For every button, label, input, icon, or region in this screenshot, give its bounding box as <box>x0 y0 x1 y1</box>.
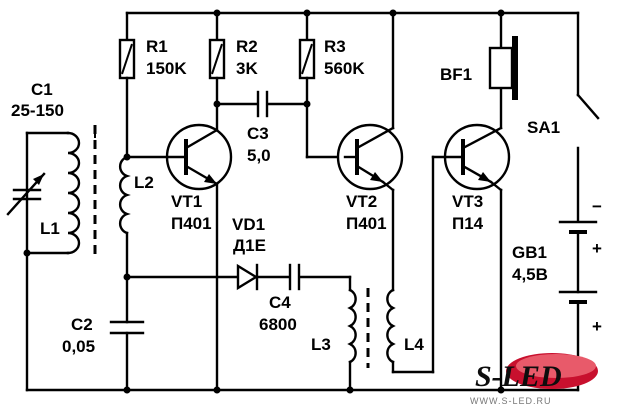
vd1-value: Д1Е <box>233 236 266 255</box>
c1-value: 25-150 <box>11 101 64 120</box>
earphone-bf1 <box>488 11 518 100</box>
gb1-plus-1: + <box>592 239 602 258</box>
gb1-ref: GB1 <box>512 243 547 262</box>
vt2-ref: VT2 <box>346 192 377 211</box>
l3-ref: L3 <box>311 335 331 354</box>
c2-value: 0,05 <box>62 337 95 356</box>
resistor-r2 <box>208 11 226 132</box>
l1-ref: L1 <box>40 219 60 238</box>
gb1-plus-2: + <box>592 317 602 336</box>
bf1-ref: BF1 <box>440 65 472 84</box>
resistor-r1 <box>118 11 136 161</box>
transistor-vt2 <box>336 11 404 292</box>
c1-ref: C1 <box>31 80 53 99</box>
transistor-vt1 <box>125 123 233 392</box>
top-rail <box>125 9 580 17</box>
r3-value: 560K <box>324 59 365 78</box>
r3-ref: R3 <box>324 37 346 56</box>
vt1-value: П401 <box>171 214 212 233</box>
tank-l1-c1 <box>6 125 97 392</box>
gb1-minus: − <box>592 197 602 216</box>
transistor-vt3 <box>431 86 511 392</box>
c4-ref: C4 <box>269 293 291 312</box>
r2-ref: R2 <box>236 37 258 56</box>
c4-value: 6800 <box>259 315 297 334</box>
coil-l3 <box>347 288 370 392</box>
coil-l4 <box>386 155 435 374</box>
r2-value: 3K <box>236 59 258 78</box>
c3-value: 5,0 <box>247 146 271 165</box>
vt2-value: П401 <box>346 214 387 233</box>
logo-text: S-LED <box>475 360 562 393</box>
vt3-ref: VT3 <box>452 192 483 211</box>
watermark-logo: S-LED WWW.S-LED.RU <box>470 353 598 406</box>
r1-ref: R1 <box>146 37 168 56</box>
c3-ref: C3 <box>247 124 269 143</box>
coil-l2 <box>118 155 131 324</box>
switch-sa1 <box>576 11 600 222</box>
resistor-r3 <box>298 11 347 159</box>
l4-ref: L4 <box>404 335 424 354</box>
sa1-ref: SA1 <box>527 118 560 137</box>
detector-line <box>125 263 352 292</box>
l2-ref: L2 <box>134 173 154 192</box>
vt3-value: П14 <box>452 214 484 233</box>
r1-value: 150K <box>146 59 187 78</box>
vd1-ref: VD1 <box>232 215 265 234</box>
logo-url: WWW.S-LED.RU <box>470 396 552 406</box>
capacitor-c3 <box>215 90 311 118</box>
capacitor-c2 <box>109 320 145 392</box>
vt1-ref: VT1 <box>171 192 202 211</box>
gb1-value: 4,5В <box>512 265 548 284</box>
c2-ref: C2 <box>71 315 93 334</box>
